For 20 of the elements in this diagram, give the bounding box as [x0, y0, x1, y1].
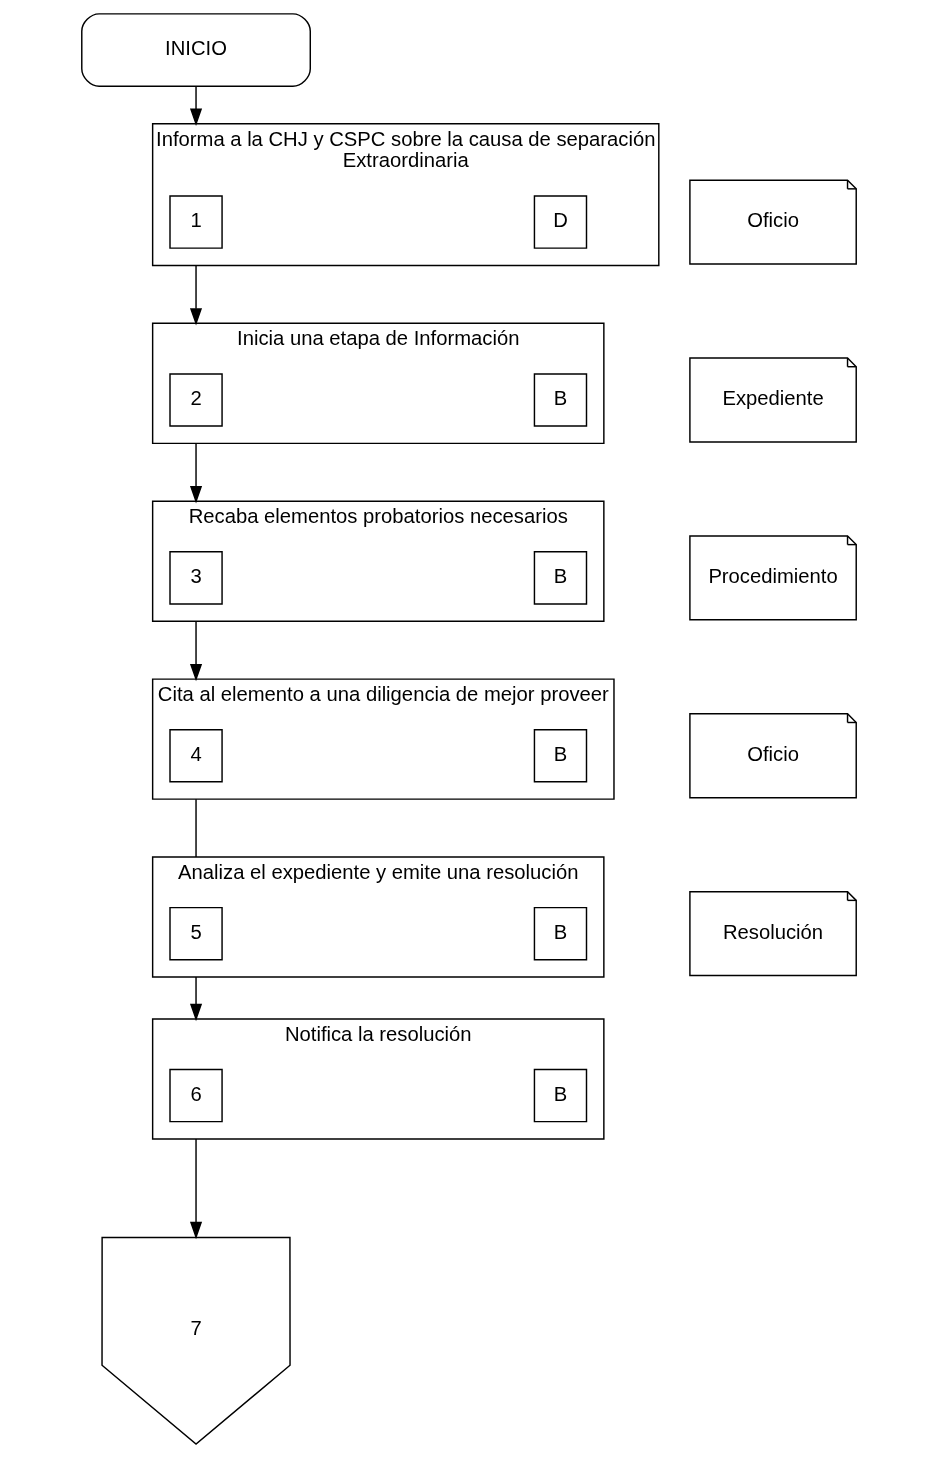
node-box: 4	[168, 729, 223, 783]
node-box: B	[533, 1068, 587, 1123]
node-box: 3	[168, 551, 223, 605]
node-box: B	[533, 373, 587, 427]
arrow	[189, 620, 202, 682]
node-box: B	[533, 551, 587, 605]
connector	[194, 798, 197, 858]
node-box: 6	[168, 1068, 223, 1123]
node-box: 5	[168, 906, 223, 961]
node-box: 2	[168, 373, 223, 427]
node-box: INICIO	[80, 13, 311, 87]
node-box: B	[533, 906, 587, 961]
arrow	[189, 976, 202, 1022]
node-box: 1	[168, 195, 223, 249]
arrow	[189, 85, 202, 126]
arrow	[189, 1138, 202, 1240]
node-box: B	[533, 729, 587, 783]
arrow	[189, 442, 202, 504]
node-box: D	[533, 195, 587, 249]
arrow	[189, 264, 202, 326]
